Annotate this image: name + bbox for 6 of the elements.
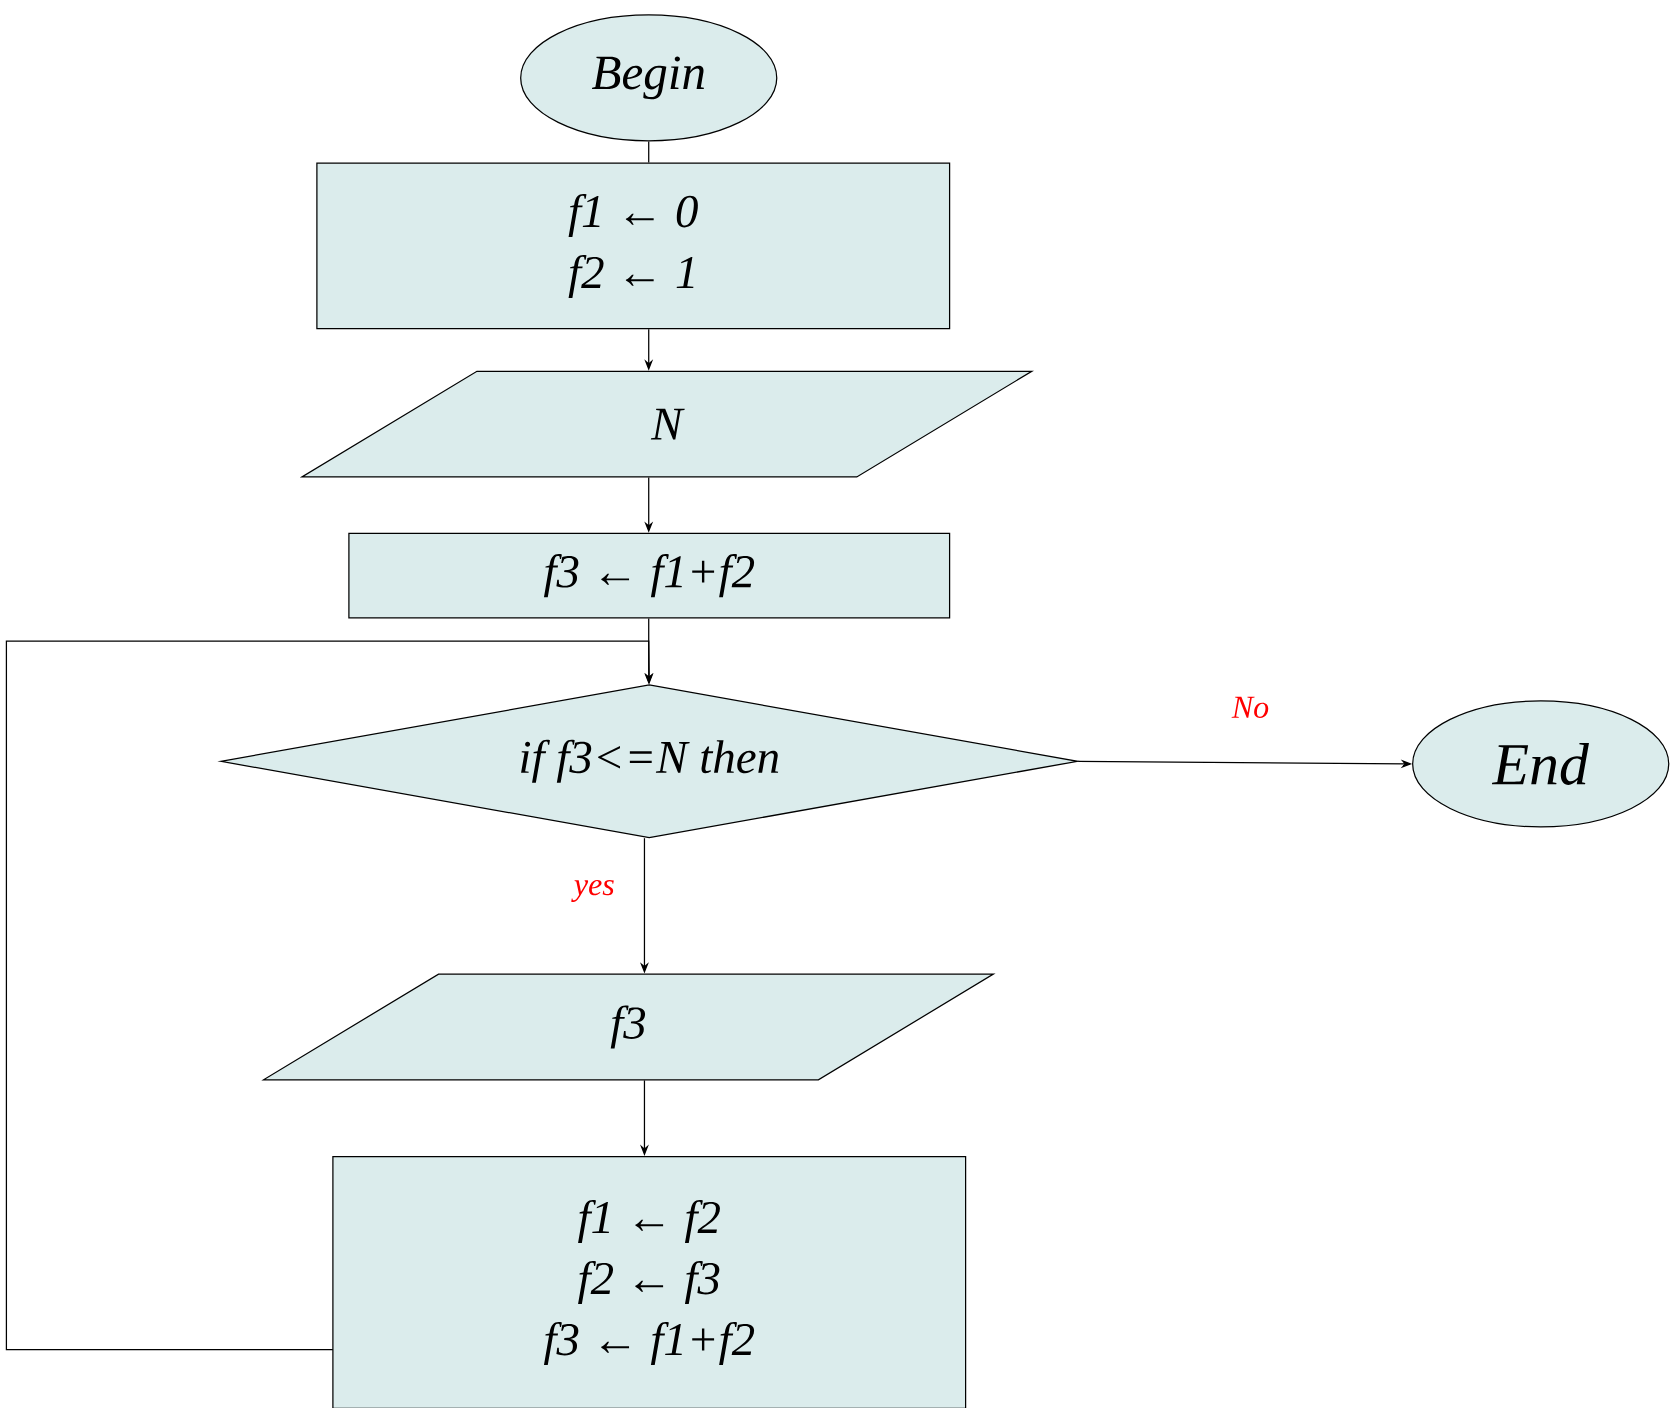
edge-label: yes bbox=[571, 878, 616, 903]
arrow bbox=[5, 640, 654, 1351]
process-box: f3 ← f1+f2 bbox=[348, 532, 951, 619]
process-box: f1 ← 0 f2 ← 1 bbox=[316, 162, 951, 330]
edge-label: No bbox=[1230, 695, 1271, 720]
process-box: f1 ← f2 f2 ← f3 f3 ← f1+f2 bbox=[332, 1155, 967, 1408]
